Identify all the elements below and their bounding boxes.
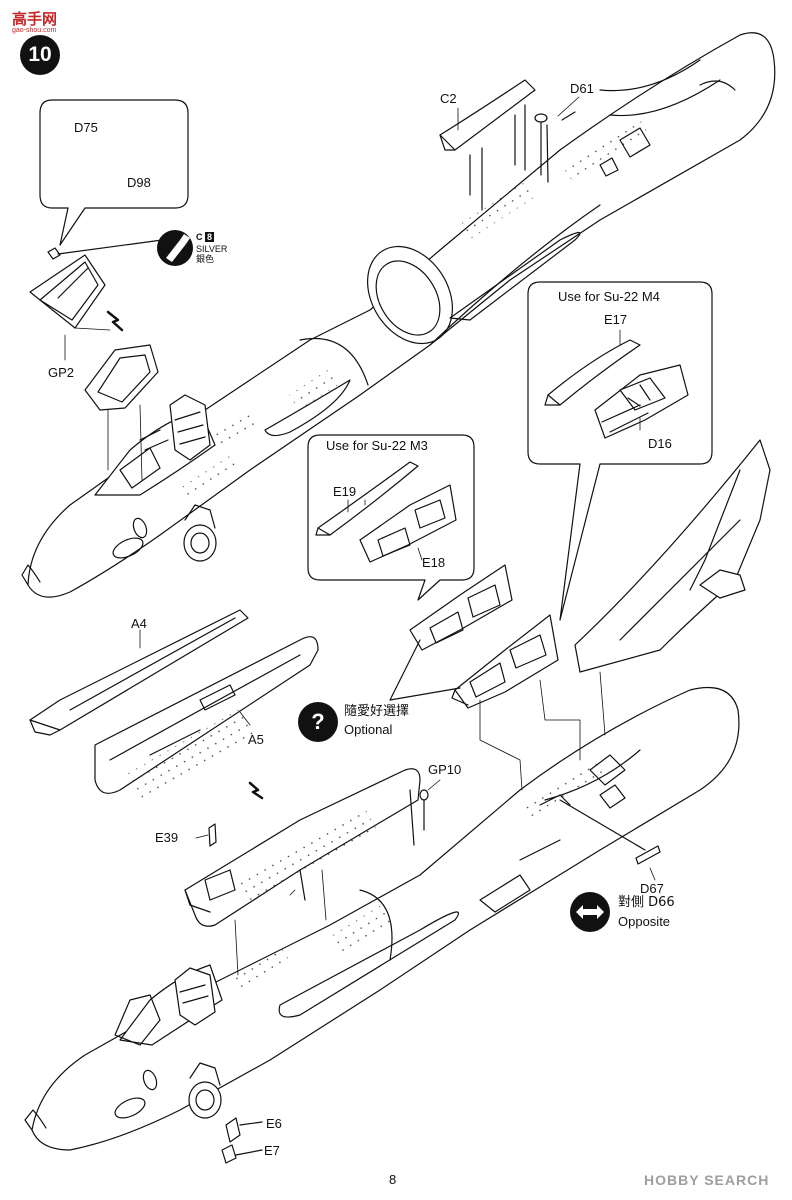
canopy-part-gp2 [29,254,106,329]
part-e6-e7 [221,1117,263,1164]
label-c2: C2 [440,91,457,106]
paint-code-letter: C [196,232,203,242]
part-gp10 [419,789,429,831]
label-e6: E6 [266,1116,282,1131]
paint-code: C 8 [196,232,215,242]
part-d61 [534,113,549,183]
paint-name-en: SILVER [196,244,228,254]
label-d61: D61 [570,81,594,96]
part-d67 [559,799,661,865]
wing-part-a4 [29,609,249,736]
label-e17: E17 [604,312,628,327]
arrow-gp2 [106,310,124,332]
intake-panels [409,564,559,709]
upper-fuselage [21,32,776,598]
label-gp10: GP10 [428,762,462,777]
opposite-arrow-icon [570,892,610,932]
callout-su22-m3 [307,434,475,601]
mirror-part [47,239,163,260]
page-number: 8 [389,1172,397,1187]
question-icon [298,702,338,742]
upper-spine-panel [184,768,421,927]
callout-m4-title: Use for Su-22 M4 [558,289,660,304]
optional-text-en: Optional [344,722,393,737]
optional-text-zh: 隨愛好選擇 [344,704,410,719]
tail-fin [574,439,771,673]
label-d16: D16 [648,436,672,451]
part-c2 [439,79,536,211]
windscreen-part [84,344,159,411]
label-a4: A4 [131,616,147,631]
arrow-wing [248,781,264,800]
label-e19: E19 [333,484,357,499]
paint-name-zh: 銀色 [196,255,215,265]
label-e18: E18 [422,555,446,570]
label-d98: D98 [127,175,151,190]
watermark-site: 高手网 [12,10,58,28]
label-d67: D67 [640,881,664,896]
callout-su22-m4 [527,281,713,621]
lower-fuselage [24,686,740,1151]
watermark-site-sub: gao-shou.com [12,27,57,34]
label-e39: E39 [155,830,179,845]
detail-callout-bubble [39,99,189,246]
label-gp2: GP2 [48,365,75,380]
callout-m3-title: Use for Su-22 M3 [326,438,428,453]
opposite-text-en: Opposite [618,914,671,929]
optional-pointer-lines [389,639,461,701]
brand-watermark: HOBBY SEARCH [644,1172,770,1188]
label-a5: A5 [248,732,264,747]
paint-code-number: 8 [205,232,215,242]
opposite-text-zh: 對側 D66 [618,895,675,910]
wing-part-a5 [94,636,319,803]
optional-question-mark: ? [311,709,325,734]
label-d75: D75 [74,120,98,135]
part-e39 [208,823,217,847]
label-e7: E7 [264,1143,280,1158]
paint-brush-icon [157,230,193,266]
step-number-badge: 10 [20,35,60,75]
